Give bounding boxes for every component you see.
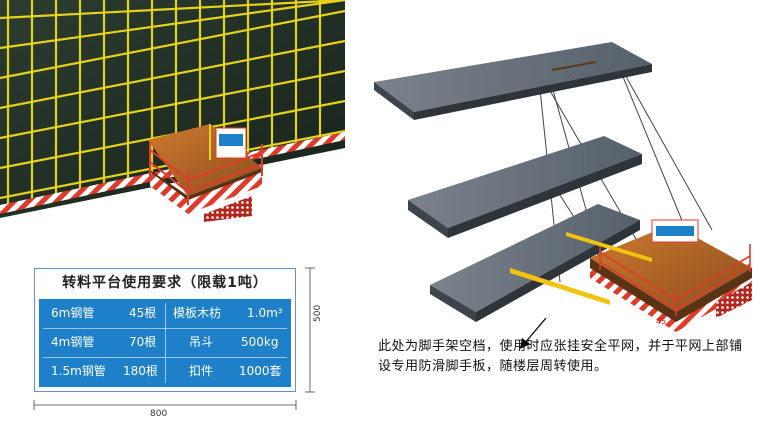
row1-item1: 6m钢管 (51, 305, 94, 321)
row3-item1: 1.5m钢管 (51, 363, 106, 379)
row2-qty2: 500kg (241, 334, 278, 350)
row3-item2: 扣件 (189, 363, 213, 379)
transfer-platform-3d (148, 124, 262, 222)
platform-dimension-label: 45 (656, 317, 666, 326)
usage-requirements-sign: 转料平台使用要求（限载1吨） 6m钢管 45根 模板木枋 1.0m³ 4m钢管 … (34, 268, 296, 392)
floor-slab-upper (374, 42, 652, 120)
row1-item2: 模板木枋 (173, 305, 221, 321)
exploded-view: 45 (374, 42, 752, 349)
row2-item2: 吊斗 (189, 334, 213, 350)
row1-qty2: 1.0m³ (247, 305, 283, 321)
row3-qty2: 1000套 (239, 363, 282, 379)
row2-qty1: 70根 (129, 334, 156, 350)
width-dimension-label: 800 (150, 409, 167, 419)
column-divider (165, 303, 166, 383)
building-facade (0, 0, 345, 218)
height-dimension-label: 500 (313, 305, 323, 322)
sign-title: 转料平台使用要求（限载1吨） (35, 269, 295, 297)
row2-item1: 4m钢管 (51, 334, 94, 350)
scaffold-gap-note: 此处为脚手架空档，使用时应张挂安全平网，并于平网上部铺设专用防滑脚手板，随楼层周… (378, 337, 748, 377)
row1-qty1: 45根 (129, 305, 156, 321)
row-divider (43, 357, 287, 358)
row-divider (43, 328, 287, 329)
row3-qty1: 180根 (123, 363, 158, 379)
sign-table: 6m钢管 45根 模板木枋 1.0m³ 4m钢管 70根 吊斗 500kg 1.… (39, 299, 291, 387)
